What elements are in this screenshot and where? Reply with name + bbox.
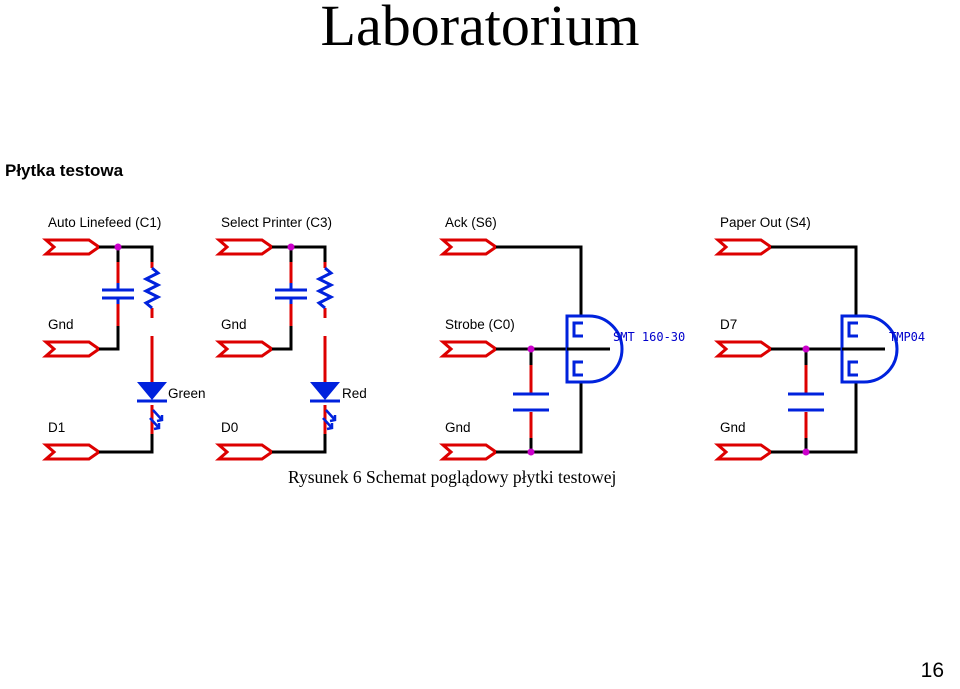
figure-caption: Rysunek 6 Schemat poglądowy płytki testo…	[288, 467, 616, 487]
label-tmp04: TMP04	[889, 330, 925, 344]
label-smt: SMT 160-30	[613, 330, 685, 344]
label-gnd: Gnd	[221, 317, 247, 332]
label-gnd: Gnd	[445, 420, 471, 435]
label-ack: Ack (S6)	[445, 215, 497, 230]
label-auto-linefeed: Auto Linefeed (C1)	[48, 215, 161, 230]
connector-ack	[441, 238, 498, 256]
label-d0: D0	[221, 420, 238, 435]
resistor-icon	[142, 266, 162, 310]
figure-heading: Płytka testowa	[5, 161, 124, 180]
sensor-icon	[840, 314, 899, 384]
connector-gnd	[44, 340, 101, 358]
label-select-printer: Select Printer (C3)	[221, 215, 332, 230]
slide-title: Laboratorium	[320, 0, 640, 58]
connector-d0	[217, 443, 274, 461]
connector-d7	[716, 340, 773, 358]
connector-paper-out	[716, 238, 773, 256]
connector-gnd	[217, 340, 274, 358]
circuit-select-printer: Select Printer (C3) Gnd D0 Red	[217, 215, 367, 461]
connector-strobe	[441, 340, 498, 358]
sensor-icon	[565, 314, 624, 384]
resistor-icon	[315, 266, 335, 310]
connector-gnd	[441, 443, 498, 461]
label-gnd: Gnd	[720, 420, 746, 435]
label-green: Green	[168, 386, 206, 401]
circuit-paper-out: Paper Out (S4) D7 Gnd TMP04	[716, 215, 925, 461]
label-paper-out: Paper Out (S4)	[720, 215, 811, 230]
led-icon	[137, 382, 167, 431]
circuit-ack-strobe: Ack (S6) Strobe (C0) Gnd SMT 160-30	[441, 215, 685, 461]
connector-auto-linefeed	[44, 238, 101, 256]
connector-d1	[44, 443, 101, 461]
connector-gnd	[716, 443, 773, 461]
label-red: Red	[342, 386, 367, 401]
page-number: 16	[920, 659, 944, 682]
led-icon	[310, 382, 340, 431]
circuit-auto-linefeed: Auto Linefeed (C1) Gnd D1 Green	[44, 215, 206, 461]
label-strobe: Strobe (C0)	[445, 317, 515, 332]
label-d7: D7	[720, 317, 737, 332]
connector-select-printer	[217, 238, 274, 256]
label-gnd: Gnd	[48, 317, 74, 332]
label-d1: D1	[48, 420, 65, 435]
